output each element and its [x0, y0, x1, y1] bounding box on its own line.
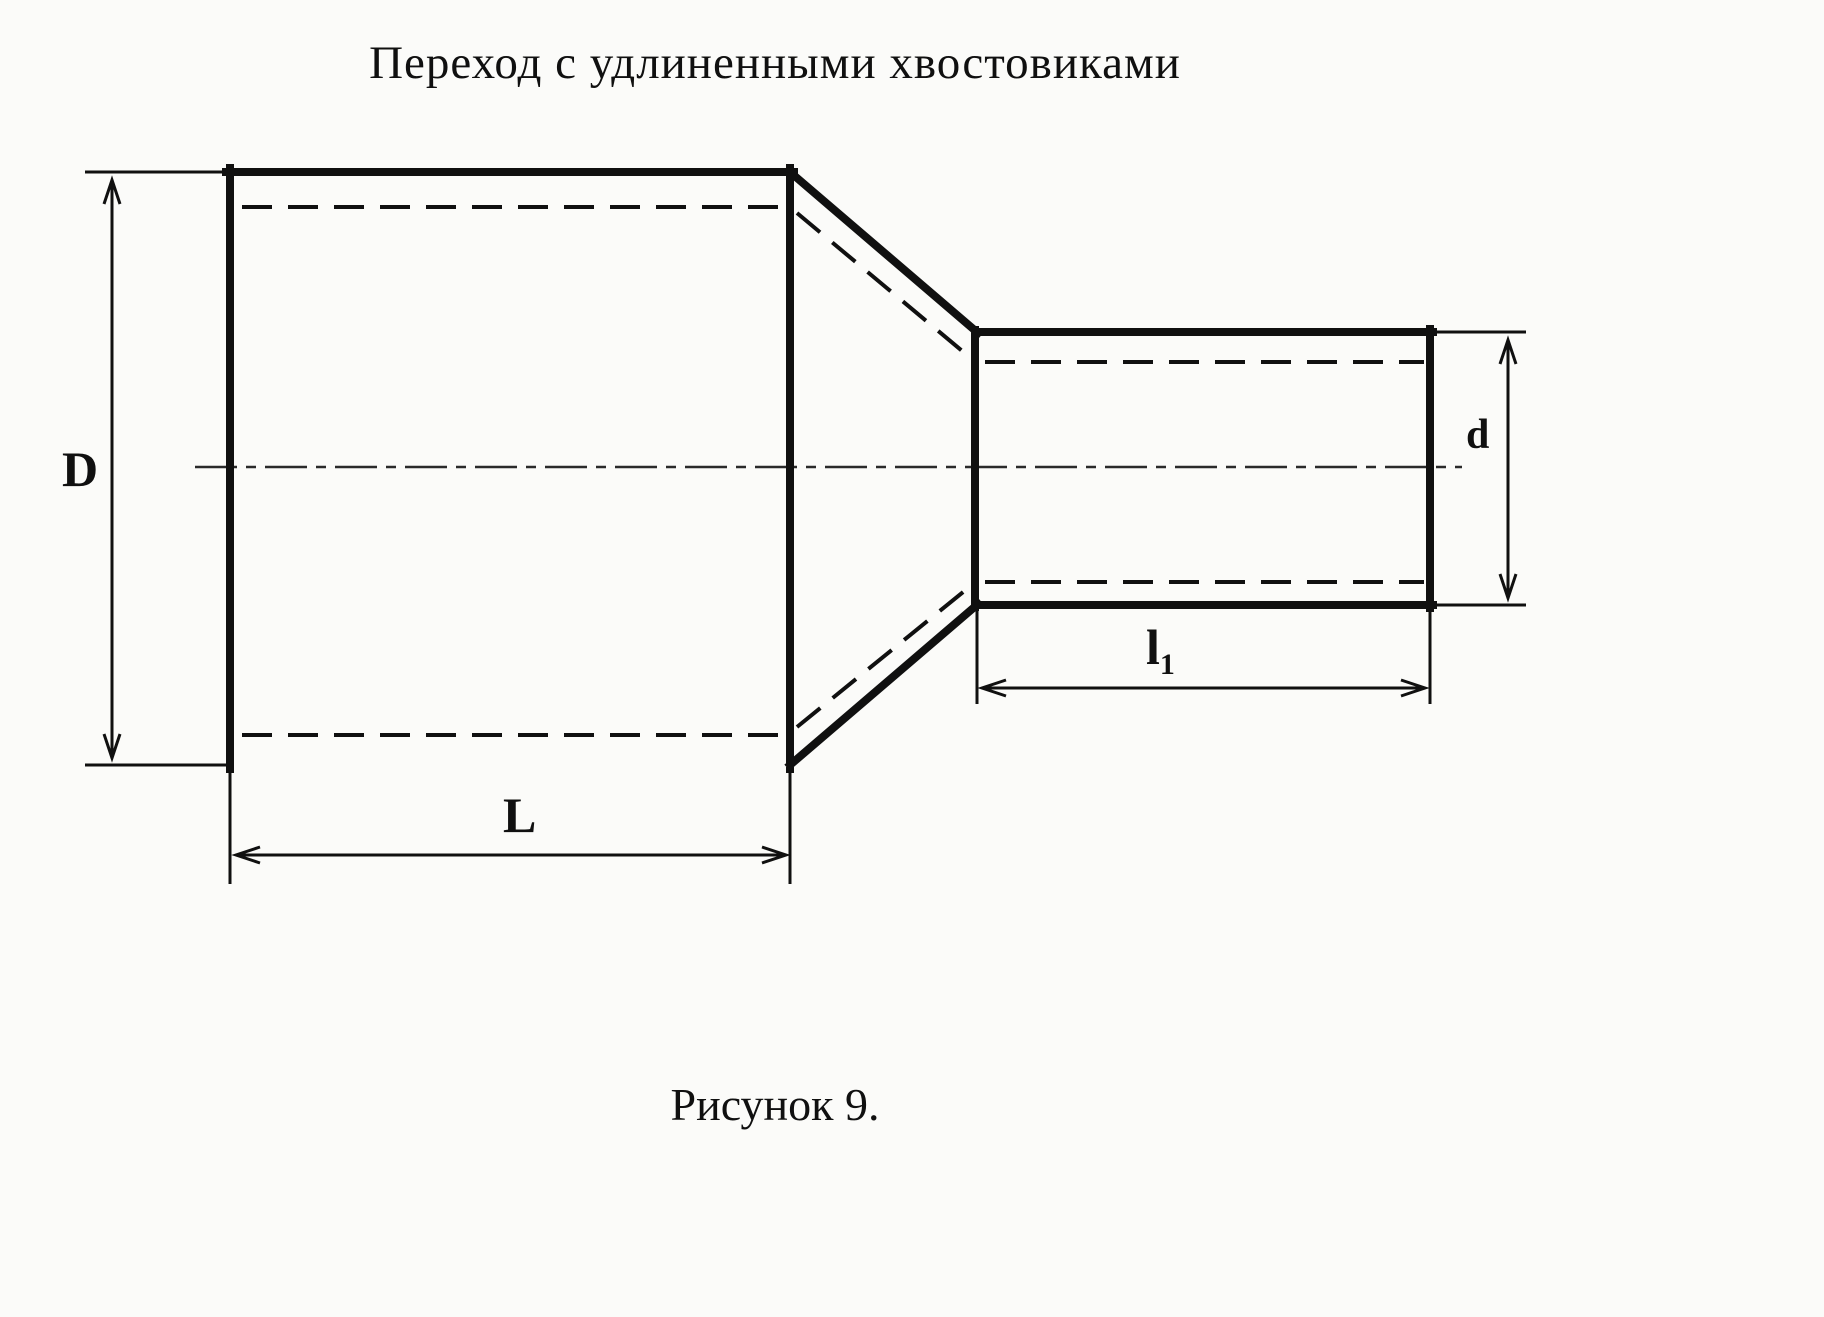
- dim-label-l1: l1: [1146, 619, 1175, 681]
- drawing-title: Переход с удлиненными хвостовиками: [369, 37, 1181, 89]
- dimension-L: L: [228, 772, 792, 884]
- dimension-d: d: [1434, 330, 1526, 607]
- arrowhead-down-icon: [1498, 573, 1518, 603]
- extension-lines-D: [85, 170, 228, 767]
- extension-lines-d: [1434, 330, 1526, 607]
- extension-lines-L: [228, 772, 792, 884]
- arrowhead-left-icon: [977, 678, 1007, 698]
- dim-label-d: d: [1466, 412, 1489, 458]
- arrowhead-left-icon: [231, 845, 261, 865]
- arrowhead-up-icon: [1498, 335, 1518, 365]
- dim-label-l1-base: l: [1146, 619, 1160, 675]
- arrowhead-down-icon: [102, 733, 122, 763]
- bore-hidden-lines: [242, 205, 1424, 737]
- dimension-l1: l1: [975, 610, 1432, 704]
- dim-label-L: L: [503, 787, 536, 843]
- extension-lines-l1: [975, 610, 1432, 704]
- arrowhead-up-icon: [102, 175, 122, 205]
- reducer-outline-path: [222, 164, 1437, 773]
- dimension-D: D: [62, 170, 228, 767]
- dim-label-D: D: [62, 441, 98, 497]
- arrowhead-right-icon: [1400, 678, 1430, 698]
- figure-caption: Рисунок 9.: [671, 1079, 880, 1130]
- dim-label-l1-subscript: 1: [1160, 648, 1175, 681]
- arrowhead-right-icon: [761, 845, 791, 865]
